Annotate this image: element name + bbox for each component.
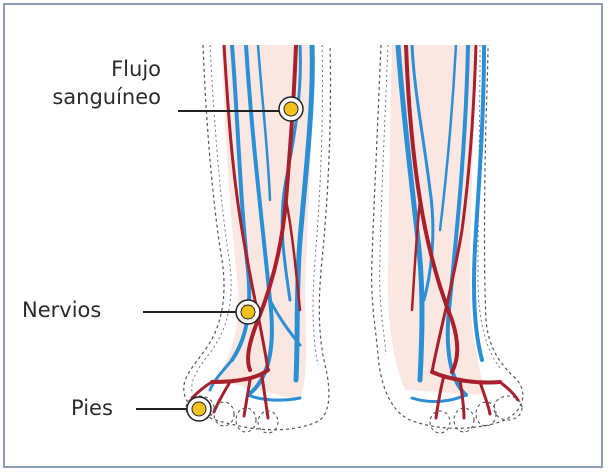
feet-label: Pies <box>71 395 113 421</box>
blood-flow-marker <box>279 97 303 121</box>
right-leg <box>372 45 523 433</box>
left-leg <box>184 45 331 433</box>
blood-flow-label-line1: Flujo <box>111 56 161 82</box>
nerves-label: Nervios <box>22 297 101 323</box>
feet-marker <box>187 397 211 421</box>
blood-flow-label-line2: sanguíneo <box>52 84 161 110</box>
nerves-marker <box>236 300 260 324</box>
